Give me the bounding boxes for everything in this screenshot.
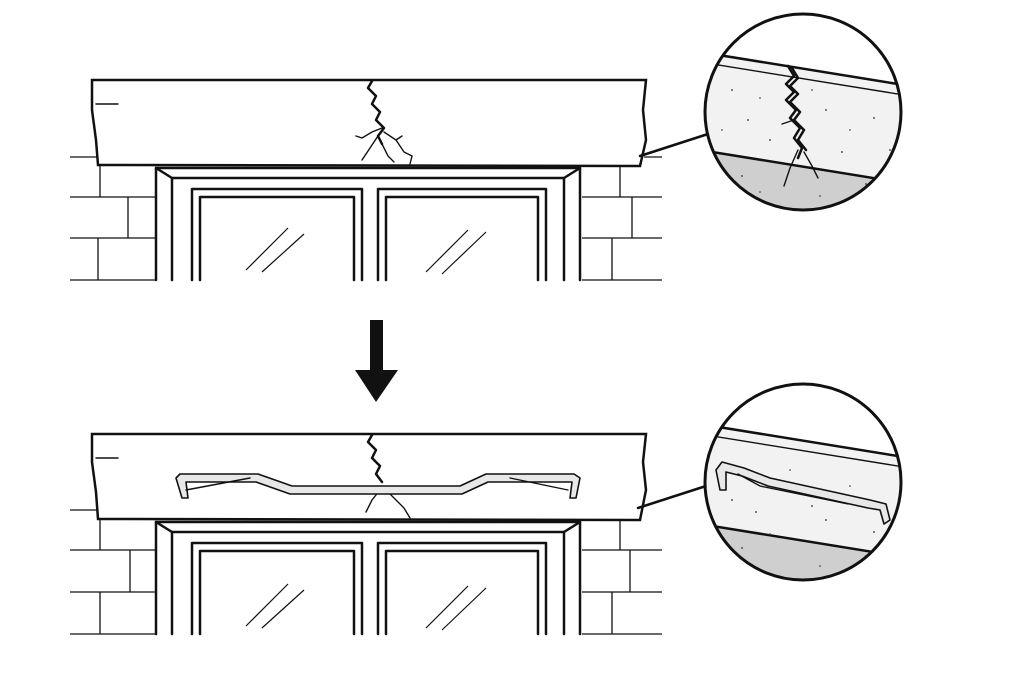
brick-wall-right xyxy=(582,156,662,281)
brick-wall-left xyxy=(70,156,155,281)
before-scene xyxy=(70,12,903,282)
after-scene xyxy=(70,382,903,636)
bar-magnified-detail xyxy=(703,382,903,582)
glass-reflection xyxy=(245,227,289,271)
leader-line-bottom xyxy=(636,484,708,510)
arrow-down-icon xyxy=(355,320,398,402)
reinforcement-bar xyxy=(175,473,581,499)
window-frame-bottom xyxy=(154,520,582,636)
window-frame-top xyxy=(154,166,582,282)
brick-wall-left-bottom xyxy=(70,509,156,635)
leader-line xyxy=(638,132,710,158)
brick-wall-right-bottom xyxy=(582,520,662,635)
crack-magnified-detail xyxy=(703,12,903,212)
reinforced-lintel xyxy=(90,432,648,522)
cracked-lintel xyxy=(90,78,648,168)
